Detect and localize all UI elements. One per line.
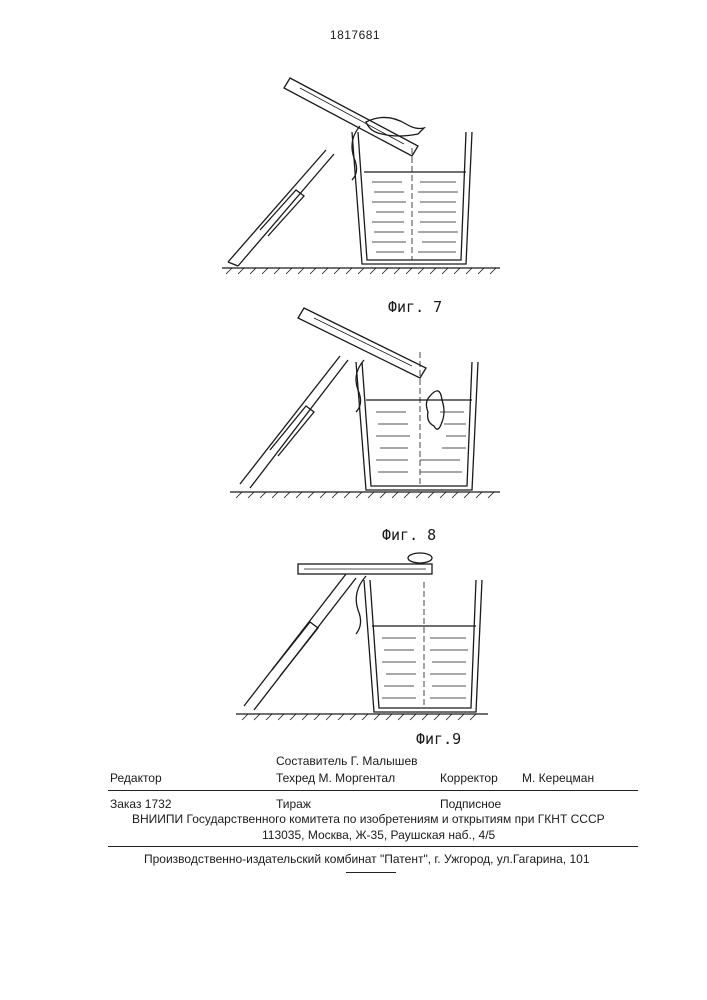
container-8	[356, 352, 478, 490]
tipping-board-9	[298, 553, 432, 574]
ground-line-9	[236, 714, 488, 720]
institute-line: ВНИИПИ Государственного комитета по изоб…	[132, 812, 605, 826]
imprint-rule-bottom	[108, 846, 638, 847]
tipping-board-7	[284, 78, 418, 156]
ground-line-8	[230, 492, 500, 498]
support-leg-9	[244, 574, 356, 710]
compiler-credit: Составитель Г. Малышев	[276, 754, 418, 768]
imprint-rule-top	[108, 790, 638, 791]
support-leg-7	[228, 150, 334, 266]
corrector-name: М. Керецман	[522, 771, 594, 785]
figure-9-label: Фиг.9	[416, 730, 461, 748]
publisher-underline	[346, 872, 396, 873]
techred-credit: Техред М. Моргентал	[276, 771, 395, 785]
order-number: Заказ 1732	[110, 797, 172, 811]
editor-label: Редактор	[110, 771, 162, 785]
subscription-label: Подписное	[440, 797, 501, 811]
circulation-label: Тираж	[276, 797, 311, 811]
animal-8	[356, 360, 444, 429]
institute-address: 113035, Москва, Ж-35, Раушская наб., 4/5	[262, 828, 495, 842]
container-7	[352, 132, 472, 264]
container-9	[364, 580, 482, 712]
figure-8-label: Фиг. 8	[382, 526, 436, 544]
support-leg-8	[240, 356, 348, 488]
figure-9-drawing	[0, 552, 707, 732]
animal-7	[352, 117, 424, 180]
figure-8-drawing	[0, 300, 707, 520]
corrector-label: Корректор	[440, 771, 498, 785]
patent-number: 1817681	[320, 28, 390, 42]
publisher-line: Производственно-издательский комбинат "П…	[144, 852, 590, 866]
ground-line-7	[222, 268, 500, 274]
